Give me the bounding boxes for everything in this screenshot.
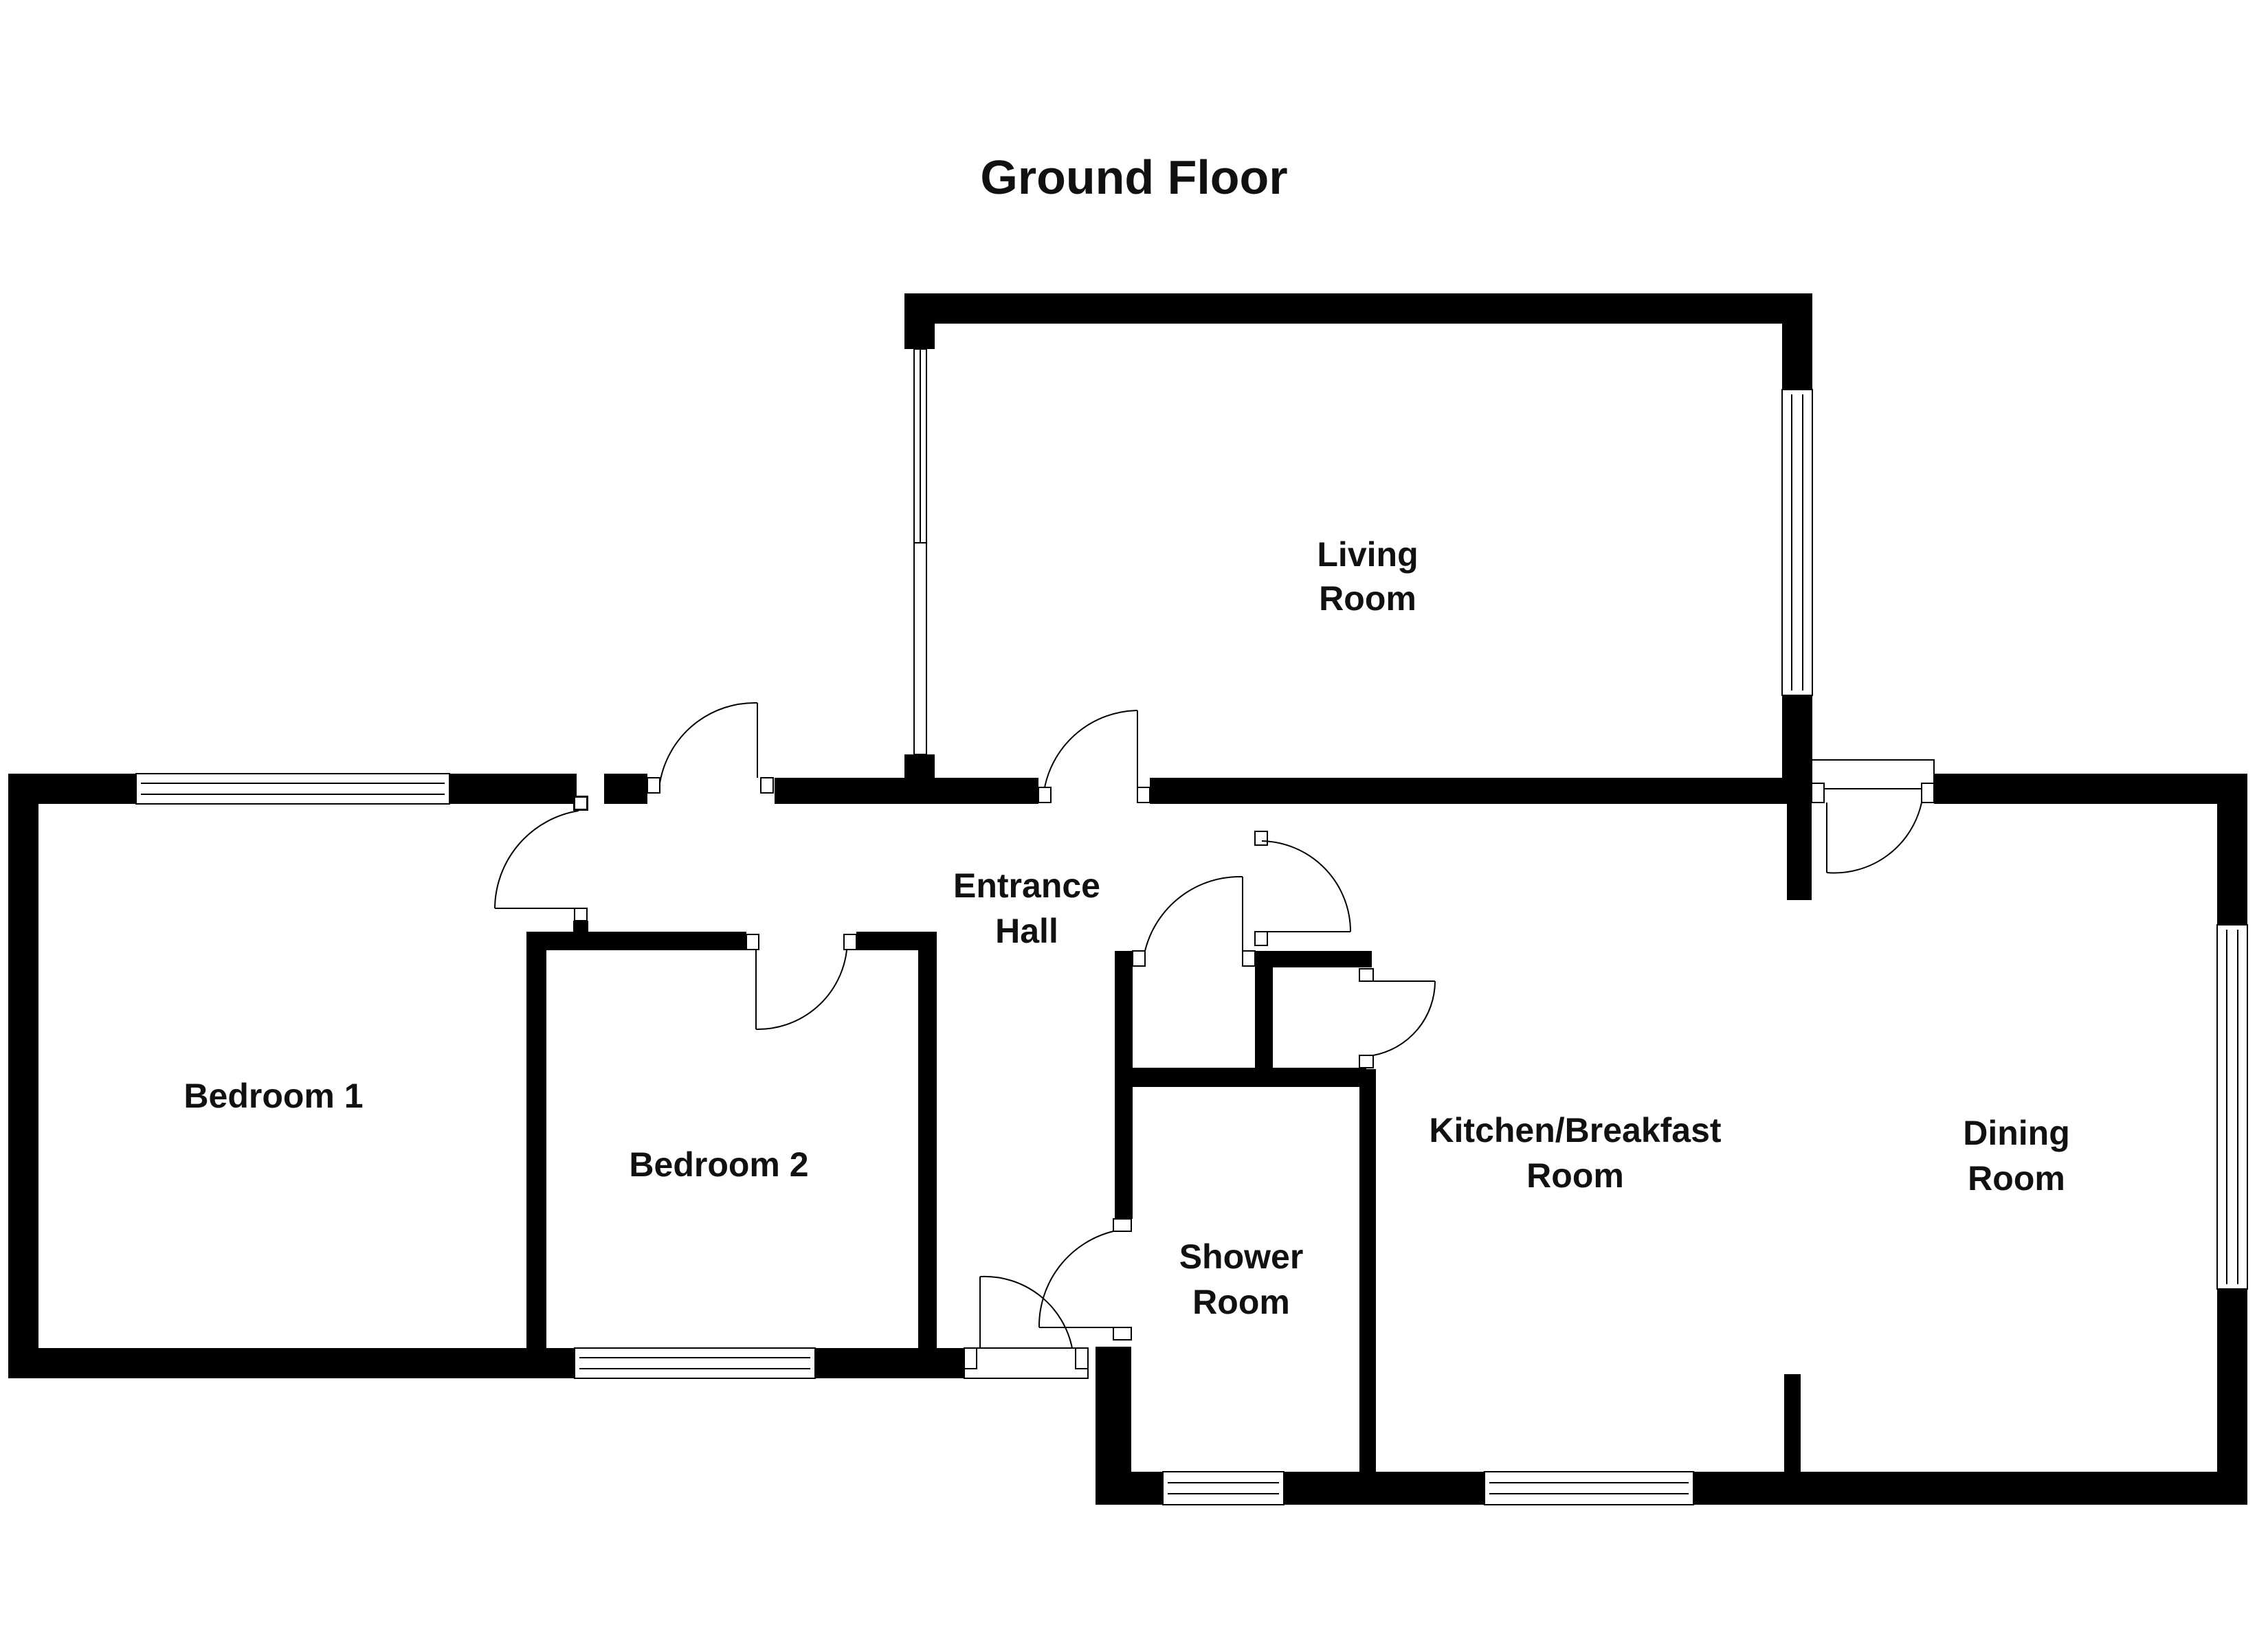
label-kitchen: Kitchen/Breakfast: [1429, 1111, 1721, 1149]
label-dining-room-2: Room: [1968, 1159, 2065, 1198]
label-bedroom-2: Bedroom 2: [629, 1145, 808, 1184]
label-bedroom-1: Bedroom 1: [184, 1077, 363, 1115]
room-labels: Living Room Entrance Hall Bedroom 1 Bedr…: [184, 535, 2069, 1321]
label-entrance-hall-2: Hall: [995, 912, 1058, 950]
label-living-room: Living: [1317, 535, 1418, 574]
label-kitchen-2: Room: [1526, 1156, 1624, 1195]
doors: [494, 702, 1935, 1379]
label-entrance-hall: Entrance: [953, 866, 1100, 905]
windows: [135, 348, 2248, 1505]
label-living-room-2: Room: [1319, 579, 1416, 618]
walls: [8, 293, 2247, 1505]
label-shower-room: Shower: [1179, 1237, 1304, 1276]
label-shower-room-2: Room: [1192, 1283, 1290, 1321]
floor-title: Ground Floor: [980, 150, 1287, 204]
label-dining-room: Dining: [1963, 1114, 2070, 1152]
